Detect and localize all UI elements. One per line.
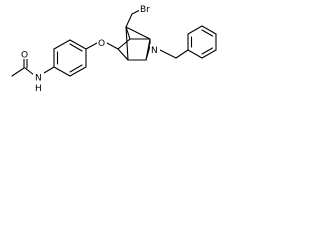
bond-ch2-phenyl — [175, 49, 189, 59]
ring-inner-bond — [201, 47, 214, 55]
bicyclic-core — [117, 26, 151, 61]
bond-methyl-carbonyl — [11, 67, 25, 77]
ring-bond — [69, 39, 87, 50]
atom-br: Br — [140, 5, 150, 15]
bond-n-ch2 — [159, 49, 177, 59]
ring-bond — [53, 39, 71, 50]
ring-bond — [69, 66, 87, 77]
bond-ring-o — [85, 42, 98, 50]
bicycle-bond — [117, 38, 131, 50]
ring-inner-bond — [69, 64, 83, 73]
bicycle-bond — [145, 38, 151, 61]
bicycle-bond — [117, 48, 129, 61]
ring-bond — [187, 25, 203, 35]
ring-inner-bond — [201, 29, 214, 37]
bicycle-bond — [125, 26, 129, 61]
bond-c-br — [131, 9, 141, 15]
acetamide-group — [11, 58, 55, 77]
bond-o-bicycle — [106, 42, 119, 50]
atom-n-amide: N — [35, 74, 42, 84]
atom-labels: O N H O Br N — [20, 3, 160, 94]
bond-carbonyl-n — [24, 67, 35, 76]
phenyl-ring-right — [187, 25, 217, 59]
chemical-structure-diagram: O N H O Br N — [11, 3, 217, 94]
atom-h-amide: H — [35, 84, 42, 94]
bond-ch2br — [125, 13, 133, 28]
ring-inner-bond — [69, 43, 83, 52]
ring-bond — [187, 49, 203, 59]
phenyl-ring-left — [53, 39, 87, 77]
atom-n-ring: N — [151, 46, 158, 56]
bicycle-bond — [125, 26, 151, 40]
atom-o-ether: O — [98, 39, 105, 49]
ring-bond — [53, 66, 71, 77]
ring-bond — [201, 25, 217, 35]
ring-bond — [201, 49, 217, 59]
bond-n-ring — [43, 66, 55, 74]
atom-o-carbonyl: O — [21, 51, 28, 61]
